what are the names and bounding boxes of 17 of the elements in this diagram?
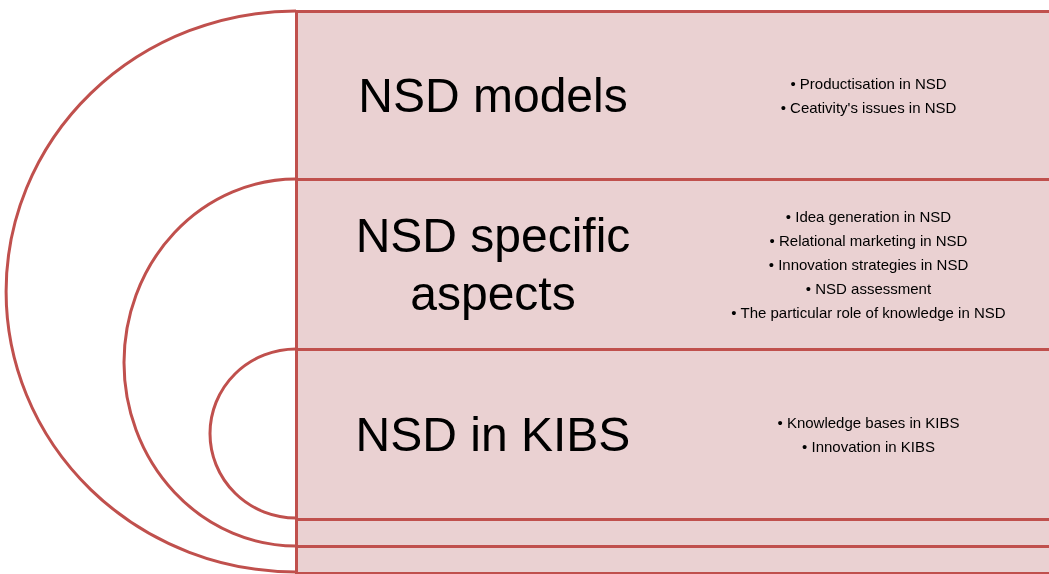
- bullet-item: • Innovation strategies in NSD: [767, 254, 970, 275]
- bullet-item: • Relational marketing in NSD: [768, 230, 969, 251]
- topic-band: [295, 348, 1049, 521]
- band-title: NSD in KIBS: [354, 406, 632, 463]
- bullet-item: • NSD assessment: [804, 278, 933, 299]
- bullet-item: • Ceativity's issues in NSD: [779, 97, 958, 118]
- topic-band: [295, 10, 1049, 181]
- topic-band: [295, 178, 1049, 351]
- empty-band: [295, 518, 1049, 548]
- empty-band: [295, 545, 1049, 574]
- band-title: NSD specific aspects: [354, 207, 632, 322]
- bullet-item: • Innovation in KIBS: [801, 436, 936, 457]
- bullet-item: • The particular role of knowledge in NSD: [730, 302, 1007, 323]
- bullet-item: • Idea generation in NSD: [784, 206, 953, 227]
- bullet-item: • Knowledge bases in KIBS: [776, 412, 961, 433]
- band-title: NSD models: [357, 67, 629, 124]
- bullet-item: • Productisation in NSD: [789, 73, 948, 94]
